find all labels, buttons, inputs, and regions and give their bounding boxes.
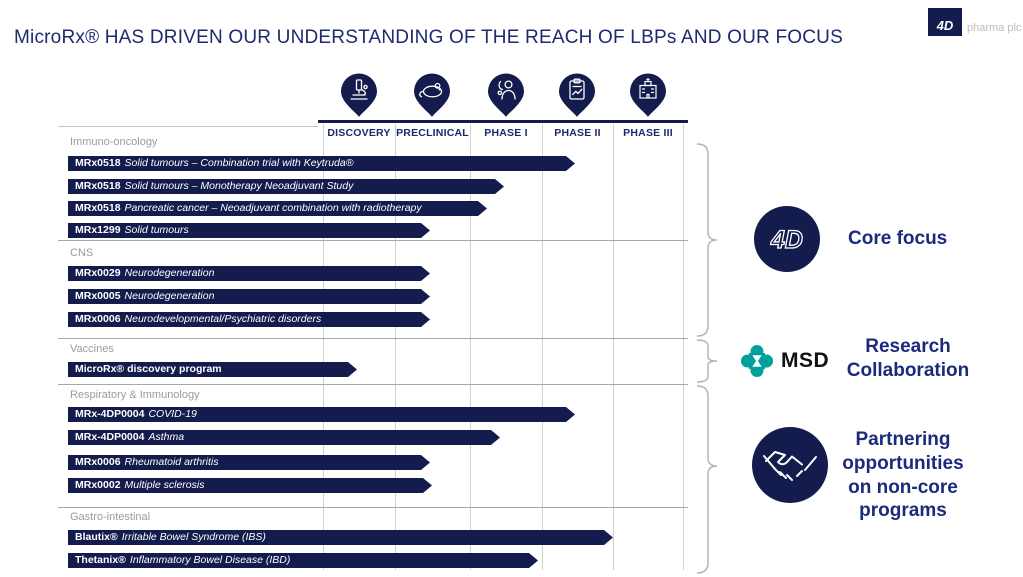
legend-core-focus: Core focus xyxy=(848,228,948,249)
program-name: MRx1299 xyxy=(75,224,121,236)
section-label-cns: CNS xyxy=(70,247,94,259)
gridline xyxy=(323,124,324,570)
section-divider xyxy=(58,240,688,241)
pipeline-bar: MicroRx® discovery program xyxy=(68,362,357,377)
company-logo: 4D pharma plc xyxy=(928,8,1021,36)
program-name: MicroRx® discovery program xyxy=(75,363,222,375)
pipeline-bar: Thetanix®Inflammatory Bowel Disease (IBD… xyxy=(68,553,538,568)
program-indication: Solid tumours – Monotherapy Neoadjuvant … xyxy=(124,180,354,192)
program-indication: Solid tumours – Combination trial with K… xyxy=(124,157,354,169)
program-name: MRx-4DP0004 xyxy=(75,431,145,443)
column-header-discovery: DISCOVERY xyxy=(327,127,391,139)
program-name: MRx-4DP0004 xyxy=(75,408,145,420)
section-label-vaccines: Vaccines xyxy=(70,343,114,355)
section-label-immuno-oncology: Immuno-oncology xyxy=(70,136,158,148)
handshake-icon xyxy=(752,427,828,503)
page-title: MicroRx® HAS DRIVEN OUR UNDERSTANDING OF… xyxy=(14,27,843,48)
program-name: MRx0518 xyxy=(75,180,121,192)
hospital-icon xyxy=(630,73,666,117)
column-header-phase3: PHASE III xyxy=(623,127,673,139)
program-indication: Inflammatory Bowel Disease (IBD) xyxy=(129,554,291,566)
program-name: MRx0518 xyxy=(75,202,121,214)
program-name: Thetanix® xyxy=(75,554,126,566)
program-name: MRx0006 xyxy=(75,456,121,468)
clinician-icon xyxy=(488,73,524,117)
gridline xyxy=(395,124,396,570)
section-label-respiratory: Respiratory & Immunology xyxy=(70,389,200,401)
company-logo-suffix: pharma plc xyxy=(967,22,1022,34)
label-column-rule xyxy=(58,126,318,127)
phase-header-rule xyxy=(318,120,688,123)
program-indication: COVID-19 xyxy=(148,408,197,420)
column-header-phase2: PHASE II xyxy=(554,127,601,139)
program-name: MRx0518 xyxy=(75,157,121,169)
svg-text:4D: 4D xyxy=(770,226,803,254)
column-header-preclinical: PRECLINICAL xyxy=(396,127,469,139)
program-name: MRx0029 xyxy=(75,267,121,279)
group-braces xyxy=(696,143,718,574)
pipeline-bar: Blautix®Irritable Bowel Syndrome (IBS) xyxy=(68,530,613,545)
clipboard-icon xyxy=(559,73,595,117)
program-indication: Pancreatic cancer – Neoadjuvant combinat… xyxy=(124,202,422,214)
legend-research-collaboration: Research Collaboration xyxy=(846,336,970,381)
section-divider xyxy=(58,507,688,508)
msd-logo: MSD xyxy=(740,344,829,378)
program-indication: Neurodevelopmental/Psychiatric disorders xyxy=(124,313,322,325)
program-indication: Neurodegeneration xyxy=(124,290,215,302)
4d-logo-icon: 4D xyxy=(928,8,962,36)
program-indication: Irritable Bowel Syndrome (IBS) xyxy=(121,531,266,543)
program-name: MRx0006 xyxy=(75,313,121,325)
program-indication: Multiple sclerosis xyxy=(124,479,205,491)
gridline xyxy=(470,124,471,570)
mouse-icon xyxy=(414,73,450,117)
section-divider xyxy=(58,384,688,385)
program-name: Blautix® xyxy=(75,531,118,543)
program-name: MRx0002 xyxy=(75,479,121,491)
program-indication: Asthma xyxy=(148,431,185,443)
msd-symbol-icon xyxy=(741,345,773,377)
section-label-gastro: Gastro-intestinal xyxy=(70,511,151,523)
program-name: MRx0005 xyxy=(75,290,121,302)
gridline xyxy=(683,124,684,570)
program-indication: Solid tumours xyxy=(124,224,189,236)
gridline xyxy=(613,124,614,570)
legend-partnering: Partnering opportunities on non-core pro… xyxy=(842,429,964,522)
program-indication: Neurodegeneration xyxy=(124,267,215,279)
column-header-phase1: PHASE I xyxy=(484,127,528,139)
microscope-icon xyxy=(341,73,377,117)
gridline xyxy=(542,124,543,570)
section-divider xyxy=(58,338,688,339)
4d-circle-icon: 4D xyxy=(754,206,820,272)
msd-wordmark: MSD xyxy=(781,349,830,372)
program-indication: Rheumatoid arthritis xyxy=(124,456,219,468)
